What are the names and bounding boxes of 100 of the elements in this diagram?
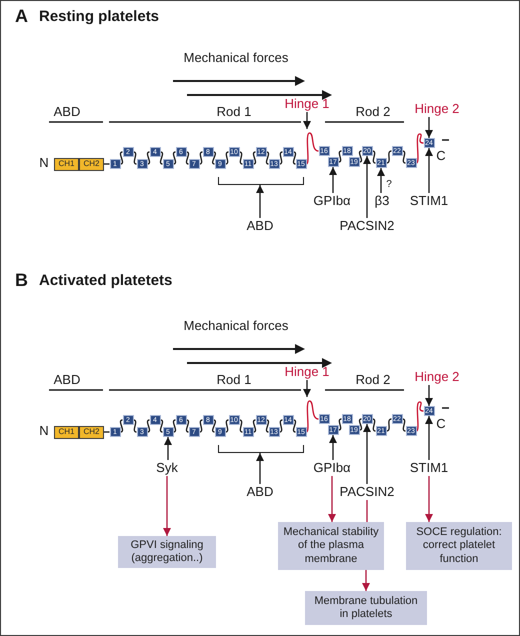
- linker: [225, 419, 229, 433]
- arrow: [425, 476, 433, 522]
- region-label: Rod 1: [216, 105, 252, 120]
- arrow: [164, 437, 172, 460]
- force-label: Mechanical forces: [184, 51, 288, 66]
- linker: [292, 151, 296, 165]
- arrow: [256, 453, 264, 484]
- arrow: [328, 476, 336, 522]
- linker: [358, 418, 362, 431]
- region-label: ABD: [54, 105, 80, 120]
- region-label: Rod 2: [356, 373, 390, 388]
- region-label: Rod 2: [356, 105, 390, 120]
- linker: [266, 419, 270, 433]
- linker: [199, 151, 203, 165]
- linker: [252, 419, 256, 433]
- arrow: [377, 168, 385, 193]
- hinge-label: Hinge 2: [413, 369, 461, 385]
- linker: [292, 419, 296, 433]
- panel-title: Resting platelets: [39, 8, 160, 26]
- binding-label: GPIbα: [311, 460, 353, 476]
- region-label: ABD: [54, 373, 80, 388]
- binding-label: ABD: [244, 484, 276, 500]
- linker: [225, 151, 229, 165]
- binding-label: Syk: [152, 460, 182, 476]
- hinge-loop: [306, 400, 319, 432]
- linker: [386, 418, 392, 432]
- linker: [386, 150, 392, 164]
- linker: [358, 150, 362, 163]
- panel-title: Activated platetets: [39, 272, 172, 290]
- arrow: [256, 185, 264, 218]
- linker: [279, 419, 283, 433]
- domain-box: CH1: [54, 426, 79, 438]
- terminus-label: C: [436, 149, 446, 164]
- linker: [133, 419, 137, 433]
- panel-letter: B: [15, 270, 28, 291]
- outcome-box: Membrane tubulation in platelets: [305, 591, 427, 625]
- outcome-box: GPVI signaling (aggregation..): [118, 536, 216, 568]
- arrow: [303, 380, 311, 397]
- terminus-label: C: [436, 417, 446, 432]
- linker: [212, 151, 216, 165]
- hinge-label: Hinge 1: [283, 364, 331, 380]
- linker: [338, 418, 342, 431]
- binding-label: ABD: [244, 218, 276, 234]
- linker: [338, 150, 342, 163]
- force-label: Mechanical forces: [184, 319, 288, 334]
- linker: [372, 418, 376, 432]
- arrow: [163, 476, 171, 536]
- arrow: [363, 156, 371, 218]
- region-label: Rod 1: [216, 373, 252, 388]
- arrow: [425, 385, 433, 406]
- outcome-box: Mechanical stability of the plasma membrane: [278, 522, 384, 570]
- arrow: [425, 148, 433, 193]
- hinge-label: Hinge 2: [413, 101, 461, 117]
- binding-label: β3: [372, 193, 392, 209]
- linker: [120, 419, 124, 433]
- arrow: [303, 112, 311, 129]
- linker: [372, 150, 376, 164]
- outcome-box: SOCE regulation: correct platelet function: [406, 522, 512, 570]
- linker: [199, 419, 203, 433]
- linker: [120, 151, 124, 165]
- linker: [279, 151, 283, 165]
- hinge-label: Hinge 1: [283, 96, 331, 112]
- terminus-label: N: [39, 156, 49, 171]
- uncertain-mark: ?: [386, 179, 392, 190]
- binding-label: PACSIN2: [336, 218, 398, 234]
- linker: [212, 419, 216, 433]
- domain-box: CH2: [79, 158, 104, 170]
- arrow: [425, 117, 433, 138]
- linker: [146, 151, 150, 165]
- arrow: [362, 570, 370, 591]
- linker: [402, 418, 406, 432]
- binding-label: PACSIN2: [336, 484, 398, 500]
- linker: [239, 419, 243, 433]
- linker: [160, 419, 164, 433]
- linker: [146, 419, 150, 433]
- linker: [133, 151, 137, 165]
- hinge-loop: [416, 401, 424, 432]
- bracket: [218, 177, 304, 185]
- arrow: [329, 435, 337, 460]
- bracket: [218, 445, 304, 453]
- hinge-loop: [416, 133, 424, 164]
- linker: [186, 151, 190, 165]
- arrow: [425, 416, 433, 460]
- linker: [172, 151, 176, 165]
- binding-label: GPIbα: [311, 193, 353, 209]
- hinge-loop: [306, 132, 319, 164]
- linker: [252, 151, 256, 165]
- binding-label: STIM1: [408, 460, 450, 476]
- linker: [402, 150, 406, 164]
- linker: [172, 419, 176, 433]
- domain-box: CH1: [54, 158, 79, 170]
- binding-label: STIM1: [408, 193, 450, 209]
- linker: [239, 151, 243, 165]
- domain-box: CH2: [79, 426, 104, 438]
- terminus-label: N: [39, 424, 49, 439]
- panel-letter: A: [15, 6, 28, 27]
- linker: [160, 151, 164, 165]
- arrow: [329, 167, 337, 193]
- linker: [186, 419, 190, 433]
- linker: [266, 151, 270, 165]
